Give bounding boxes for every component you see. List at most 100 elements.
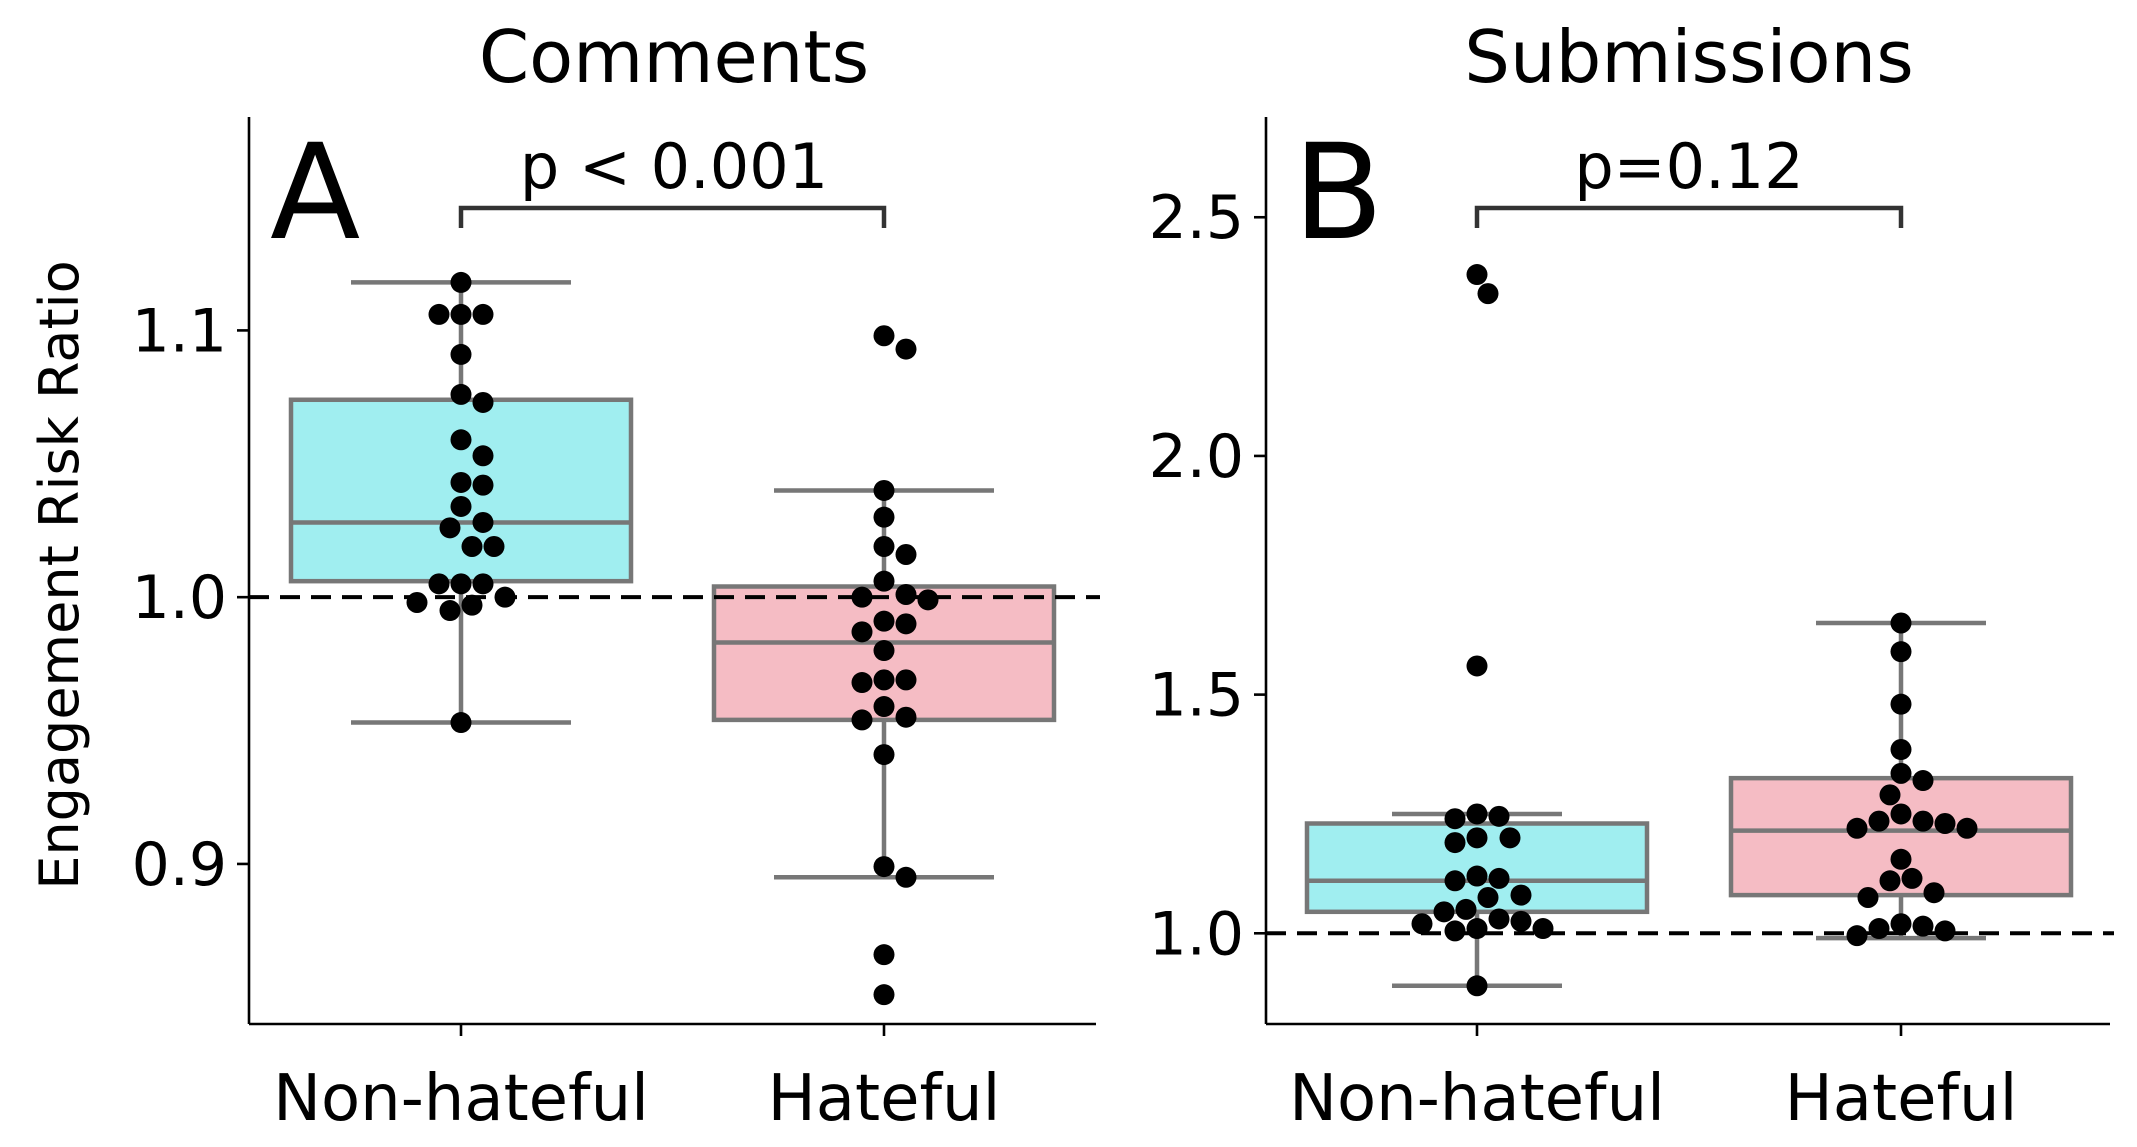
significance-bracket: [1474, 205, 1904, 228]
y-tick-label: 1.1: [132, 296, 227, 366]
y-tick-label: 1.5: [1149, 661, 1244, 731]
data-point: [450, 343, 472, 365]
data-point: [1477, 886, 1499, 908]
data-point: [873, 944, 895, 966]
panel-title: Submissions: [1464, 15, 1913, 99]
data-point: [1890, 848, 1912, 870]
data-point: [472, 474, 494, 496]
data-point: [1956, 817, 1978, 839]
x-tick-label: Hateful: [1785, 1062, 2018, 1136]
data-point: [450, 271, 472, 293]
data-point: [1455, 898, 1477, 920]
data-point: [1532, 918, 1554, 940]
data-point: [873, 325, 895, 347]
data-point: [851, 709, 873, 731]
y-tick-label: 1.0: [1149, 899, 1244, 969]
data-point: [472, 511, 494, 533]
data-point: [1890, 913, 1912, 935]
data-point: [873, 640, 895, 662]
data-point: [1466, 827, 1488, 849]
data-point: [1890, 739, 1912, 761]
data-point: [450, 495, 472, 517]
data-point: [1466, 655, 1488, 677]
data-point: [1846, 925, 1868, 947]
data-point: [1890, 803, 1912, 825]
data-point: [873, 535, 895, 557]
y-tick-label: 0.9: [132, 830, 227, 900]
data-point: [1488, 805, 1510, 827]
y-tick-label: 1.0: [132, 563, 227, 633]
data-point: [450, 383, 472, 405]
data-point: [1923, 882, 1945, 904]
data-point: [1510, 884, 1532, 906]
data-point: [895, 613, 917, 635]
data-point: [439, 517, 461, 539]
data-point: [483, 535, 505, 557]
data-point: [895, 338, 917, 360]
data-point: [428, 573, 450, 595]
data-point: [1934, 920, 1956, 942]
data-point: [1488, 867, 1510, 889]
data-point: [1466, 975, 1488, 997]
data-point: [873, 696, 895, 718]
data-point: [472, 573, 494, 595]
data-point: [873, 856, 895, 878]
data-point: [1466, 264, 1488, 286]
data-point: [450, 303, 472, 325]
data-point: [439, 600, 461, 622]
significance-bracket: [458, 205, 887, 228]
data-point: [895, 669, 917, 691]
data-point: [1890, 612, 1912, 634]
data-point: [1846, 817, 1868, 839]
data-point: [873, 506, 895, 528]
data-point: [1466, 803, 1488, 825]
data-point: [494, 586, 516, 608]
data-point: [873, 479, 895, 501]
data-point: [917, 589, 939, 611]
panel-title: Comments: [479, 15, 869, 99]
data-point: [873, 984, 895, 1006]
data-point: [895, 866, 917, 888]
panel-comments: Comments A p < 0.001 0.91.01.1 Non-hatef…: [132, 15, 1100, 1136]
data-point: [450, 573, 472, 595]
panel-submissions: Submissions B p=0.12 1.01.52.02.5 Non-ha…: [1149, 15, 2114, 1136]
data-point: [873, 669, 895, 691]
data-point: [1890, 693, 1912, 715]
data-point: [461, 594, 483, 616]
data-point: [1488, 908, 1510, 930]
data-point: [1499, 827, 1521, 849]
data-point: [406, 592, 428, 614]
data-point: [1466, 918, 1488, 940]
data-point: [1912, 915, 1934, 937]
data-point: [1934, 813, 1956, 835]
data-point: [1912, 770, 1934, 792]
y-axis-label: Engagement Risk Ratio: [28, 260, 91, 889]
data-point: [1868, 810, 1890, 832]
panel-label: A: [270, 116, 360, 270]
data-point: [873, 570, 895, 592]
data-point: [1411, 913, 1433, 935]
data-point: [1879, 870, 1901, 892]
data-point: [895, 706, 917, 728]
data-point: [1890, 762, 1912, 784]
data-point: [1444, 920, 1466, 942]
data-point: [472, 303, 494, 325]
data-point: [428, 303, 450, 325]
data-point: [895, 584, 917, 606]
data-point: [1433, 901, 1455, 923]
box: [1728, 775, 2074, 898]
data-point: [851, 621, 873, 643]
x-tick-label: Non-hateful: [1289, 1062, 1665, 1136]
data-point: [450, 471, 472, 493]
panel-label: B: [1293, 116, 1384, 270]
data-point: [1857, 886, 1879, 908]
data-point: [461, 535, 483, 557]
data-point: [1444, 808, 1466, 830]
data-point: [851, 672, 873, 694]
data-point: [450, 712, 472, 734]
data-point: [1879, 784, 1901, 806]
data-point: [1868, 918, 1890, 940]
data-point: [1444, 832, 1466, 854]
data-point: [1901, 867, 1923, 889]
